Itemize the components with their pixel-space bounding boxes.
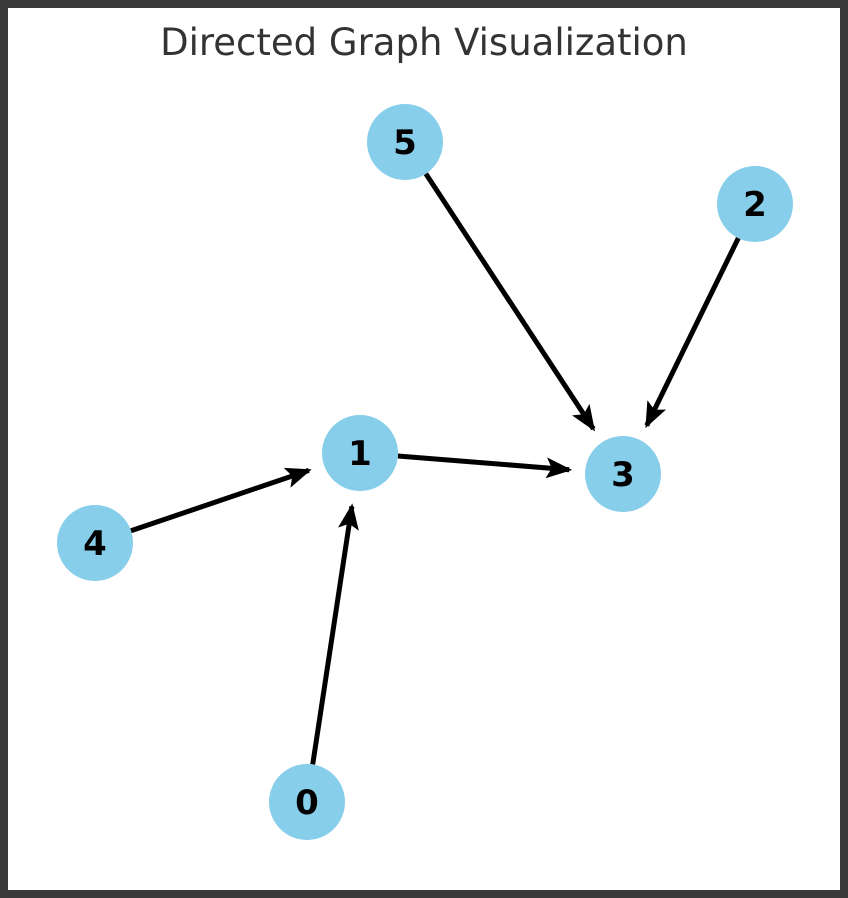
node-circle-5[interactable] <box>367 104 443 180</box>
graph-edge-2-to-3 <box>644 237 741 429</box>
node-label-5: 5 <box>393 123 417 163</box>
node-label-0: 0 <box>295 783 319 823</box>
graph-node-0[interactable]: 0 <box>269 764 345 840</box>
node-label-2: 2 <box>743 185 767 225</box>
node-circle-1[interactable] <box>322 415 398 491</box>
edges-layer <box>130 172 741 765</box>
node-circle-2[interactable] <box>717 166 793 242</box>
graph-node-3[interactable]: 3 <box>585 436 661 512</box>
figure-canvas: Directed Graph Visualization 0 1 2 3 4 5 <box>8 8 840 890</box>
node-circle-4[interactable] <box>57 505 133 581</box>
graph-edge-4-to-1 <box>130 467 312 534</box>
node-circle-3[interactable] <box>585 436 661 512</box>
graph-node-2[interactable]: 2 <box>717 166 793 242</box>
nodes-layer: 0 1 2 3 4 5 <box>57 104 793 840</box>
node-label-4: 4 <box>83 524 107 564</box>
graph-edge-5-to-3 <box>423 172 596 432</box>
graph-node-4[interactable]: 4 <box>57 505 133 581</box>
node-circle-0[interactable] <box>269 764 345 840</box>
node-label-3: 3 <box>611 455 635 495</box>
graph-edge-1-to-3 <box>397 453 573 479</box>
graph-edge-0-to-1 <box>310 503 359 765</box>
directed-graph-canvas: Directed Graph Visualization 0 1 2 3 4 5 <box>57 21 793 840</box>
page-title: Directed Graph Visualization <box>160 21 688 64</box>
graph-node-5[interactable]: 5 <box>367 104 443 180</box>
node-label-1: 1 <box>348 434 372 474</box>
graph-node-1[interactable]: 1 <box>322 415 398 491</box>
